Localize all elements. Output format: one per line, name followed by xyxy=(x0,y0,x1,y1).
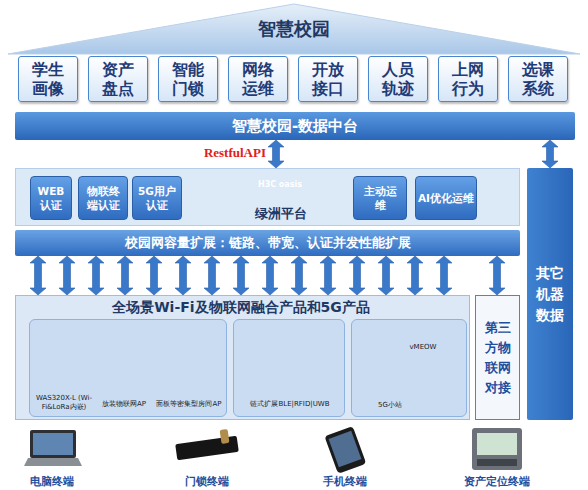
platform-panel: 绿洲平台 WEB认证物联终端认证 5G用户认证 主动运维 AI优化运维 xyxy=(15,168,520,226)
node-text: 开放接口 xyxy=(310,60,346,98)
ops-box: AI优化运维 xyxy=(415,176,477,220)
diagram-title: 智慧校园 xyxy=(194,17,394,41)
node-text: 面板等密集型房间AP xyxy=(152,400,226,409)
double-arrow xyxy=(146,256,162,295)
node-text: 学生画像 xyxy=(30,60,66,98)
app-box: 开放接口 xyxy=(298,56,358,102)
double-arrow xyxy=(320,256,336,295)
terminal-label: 门锁终端 xyxy=(170,474,244,489)
edge-label: RestfulAPI xyxy=(166,145,266,161)
phone-screen xyxy=(329,431,362,467)
node-text: 放装物联网AP xyxy=(98,400,150,409)
device-group: 链式扩展BLE|RFID|UWB xyxy=(233,319,345,417)
node-text: 人员轨迹 xyxy=(380,60,416,98)
double-arrow xyxy=(542,140,558,168)
laptop-screen xyxy=(30,430,76,458)
laptop-display xyxy=(33,433,73,455)
ops-box: 主动运维 xyxy=(353,176,407,220)
node-text: 第三方物联网对接 xyxy=(484,318,512,398)
app-box: 上网行为 xyxy=(438,56,498,102)
locator-body xyxy=(472,428,522,470)
phone xyxy=(324,426,366,474)
phone-body xyxy=(324,426,366,474)
node-text: WEB认证 xyxy=(36,184,66,212)
node-text: AI优化运维 xyxy=(417,191,475,205)
double-arrow xyxy=(233,256,249,295)
terminal-label: 手机终端 xyxy=(313,474,377,489)
node-text: 选课系统 xyxy=(520,60,556,98)
double-arrow xyxy=(291,256,307,295)
node-text: 校园网容量扩展：链路、带宽、认证并发性能扩展 xyxy=(28,234,508,252)
node-text: 物联终端认证 xyxy=(85,184,121,212)
double-arrow xyxy=(378,256,394,295)
device-group: vMEOW 5G小站 xyxy=(351,319,467,417)
node-text: 全场景Wi-Fi及物联网融合产品和5G产品 xyxy=(41,299,441,317)
node-text: WAS320X-L (Wi-Fi&LoRa内嵌) xyxy=(30,394,98,412)
app-box: 资产盘点 xyxy=(88,56,148,102)
logo-text: H3C oasis xyxy=(250,180,310,189)
locator-keys xyxy=(477,459,517,466)
locator-screen xyxy=(477,433,517,455)
capacity-band: 校园网容量扩展：链路、带宽、认证并发性能扩展 xyxy=(15,230,520,256)
node-text: 链式扩展BLE|RFID|UWB xyxy=(238,400,342,409)
device-group: WAS320X-L (Wi-Fi&LoRa内嵌)放装物联网AP面板等密集型房间A… xyxy=(29,319,227,417)
door-lock xyxy=(174,428,239,460)
lock-handle xyxy=(220,429,230,444)
node-text: 智慧校园-数据中台 xyxy=(95,117,495,136)
laptop-base xyxy=(24,458,82,466)
node-text: 绿洲平台 xyxy=(241,205,321,223)
double-arrow xyxy=(204,256,220,295)
double-arrow xyxy=(268,140,284,168)
auth-box: 5G用户认证 xyxy=(132,176,182,220)
terminal-label: 资产定位终端 xyxy=(455,474,539,489)
side-box: 其它机器数据 xyxy=(527,168,573,420)
double-arrow xyxy=(262,256,278,295)
node-text: 上网行为 xyxy=(450,60,486,98)
lock-body xyxy=(175,436,239,460)
double-arrow xyxy=(407,256,423,295)
node-text: 主动运维 xyxy=(363,184,397,212)
data-band: 智慧校园-数据中台 xyxy=(15,112,575,140)
double-arrow xyxy=(59,256,75,295)
double-arrow xyxy=(117,256,133,295)
node-text: 网络运维 xyxy=(240,60,276,98)
auth-box: WEB认证 xyxy=(30,176,72,220)
double-arrow xyxy=(30,256,46,295)
roof-shape xyxy=(8,4,580,54)
double-arrow xyxy=(349,256,365,295)
node-text: 资产盘点 xyxy=(100,60,136,98)
third-party-box: 第三方物联网对接 xyxy=(475,295,520,420)
app-box: 智能门锁 xyxy=(158,56,218,102)
app-box: 人员轨迹 xyxy=(368,56,428,102)
app-box: 网络运维 xyxy=(228,56,288,102)
app-box: 选课系统 xyxy=(508,56,568,102)
terminal-label: 电脑终端 xyxy=(20,474,84,489)
node-text: 智能门锁 xyxy=(170,60,206,98)
node-text: vMEOW xyxy=(392,343,454,352)
product-panel: 全场景Wi-Fi及物联网融合产品和5G产品 WAS320X-L (Wi-Fi&Lo… xyxy=(15,295,470,420)
node-text: 其它机器数据 xyxy=(535,263,565,326)
app-box: 学生画像 xyxy=(18,56,78,102)
auth-box: 物联终端认证 xyxy=(78,176,128,220)
node-text: 5G小站 xyxy=(358,401,422,410)
double-arrow xyxy=(88,256,104,295)
double-arrow xyxy=(436,256,452,295)
node-text: 5G用户认证 xyxy=(136,184,178,212)
double-arrow xyxy=(489,256,505,295)
double-arrow xyxy=(175,256,191,295)
